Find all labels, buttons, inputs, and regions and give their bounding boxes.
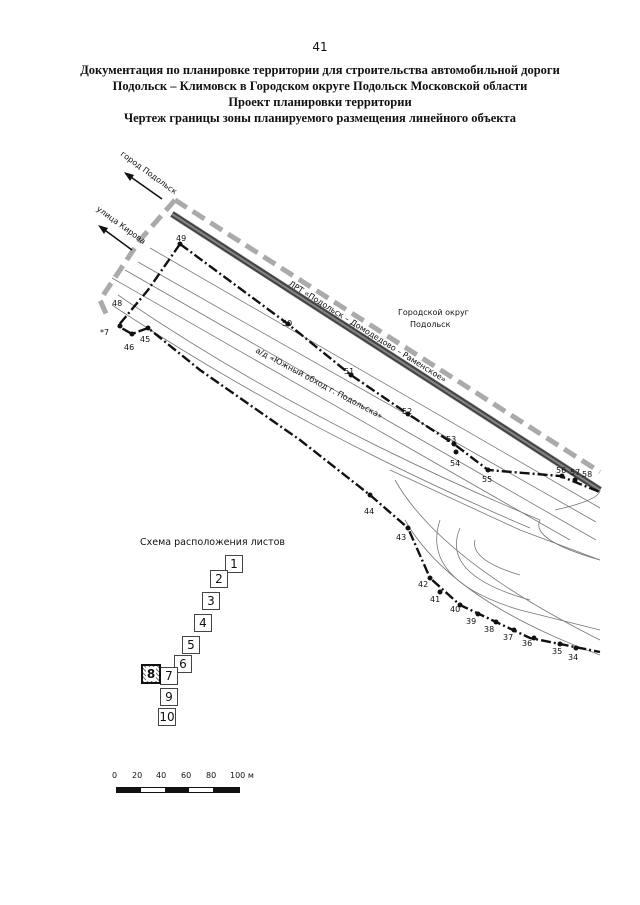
sheet-1: 1 [225,555,243,573]
boundary-point [557,641,563,647]
boundary-point [531,635,537,641]
point-label: 52 [402,407,412,416]
road-outlines [111,247,601,656]
sheet-layout-title: Схема расположения листов [140,537,286,548]
point-label: 56 [556,466,566,475]
sheet-9: 9 [160,688,178,706]
scale-label: 0 [112,771,118,780]
point-label: *7 [100,328,109,337]
point-label: 54 [450,459,460,468]
boundary-point-labels: 49 48 *7 46 45 50 51 52 53 54 55 56 57 5… [100,234,592,662]
railway-label: ЛРТ «Подольск – Домодедово – Раменское» [287,279,448,384]
point-label: 44 [364,507,374,516]
point-label: 48 [112,299,122,308]
title-line-2: Подольск – Климовск в Городском округе П… [112,79,528,93]
point-label: 53 [446,435,456,444]
sheet-8-label: 8 [145,667,157,681]
point-label: 46 [124,343,134,352]
sheet-10: 10 [158,708,176,726]
sheet-4: 4 [194,614,212,632]
boundary-point [451,441,457,447]
point-label: 49 [176,234,186,243]
point-label: 57 [570,468,580,477]
point-label: 50 [282,319,292,328]
boundary-point [572,477,578,483]
sheet-8-active: 8 [141,664,161,684]
arrow-left-icon [98,225,133,251]
arrow-left-icon [124,172,163,200]
district-label-line1: Городской округ [398,308,469,317]
point-label: 41 [430,595,440,604]
title-line-4: Чертеж границы зоны планируемого размеще… [123,111,517,125]
title-line-3: Проект планировки территории [228,95,412,109]
boundary-point [559,473,565,479]
boundary-point [405,411,411,417]
scale-label: 60 [181,771,192,780]
point-label: 42 [418,580,428,589]
boundary-point [573,645,579,651]
page-number: 41 [312,40,328,54]
boundary-point [511,627,517,633]
boundary-point [493,619,499,625]
point-label: 40 [450,605,460,614]
boundary-point [367,492,373,498]
sheet-5: 5 [182,636,200,654]
point-label: 39 [466,617,476,626]
point-label: 36 [522,639,532,648]
highway-label: а/д «Южный обход г. Подольска» [254,346,384,421]
title-line-1: Документация по планировке территории дл… [80,63,560,77]
sheet-6: 6 [174,655,192,673]
boundary-point [117,323,123,329]
street-direction-label: улица Кирова [95,204,148,246]
boundary-point [129,331,135,337]
point-label: 58 [582,470,592,479]
sheet-2: 2 [210,570,228,588]
point-label: 37 [503,633,513,642]
railway-line [170,211,602,493]
boundary-point [453,449,459,455]
boundary-point [285,321,291,327]
boundary-point [475,611,481,617]
sheet-3: 3 [202,592,220,610]
sheet-7: 7 [160,667,178,685]
boundary-point [145,325,151,331]
boundary-points [117,241,579,651]
point-label: 35 [552,647,562,656]
district-label-line2: Подольск [410,320,451,329]
point-label: 43 [396,533,406,542]
point-label: 34 [568,653,578,662]
boundary-point [405,525,411,531]
district-boundary [97,197,602,475]
direction-arrows [98,172,163,251]
point-label: 38 [484,625,494,634]
scale-label: 20 [132,771,143,780]
boundary-point [437,589,443,595]
boundary-point [427,575,433,581]
boundary-point [457,602,463,608]
scale-label: 40 [156,771,167,780]
point-label: 51 [344,367,354,376]
scale-bar [116,787,240,793]
point-label: 45 [140,335,150,344]
zone-boundary [116,243,601,654]
scale-label: 100 м [230,771,254,780]
scale-label: 80 [206,771,217,780]
boundary-point [177,241,183,247]
point-label: 55 [482,475,492,484]
boundary-point [348,372,354,378]
boundary-point [485,467,491,473]
document-title: Документация по планировке территории дл… [20,62,620,126]
